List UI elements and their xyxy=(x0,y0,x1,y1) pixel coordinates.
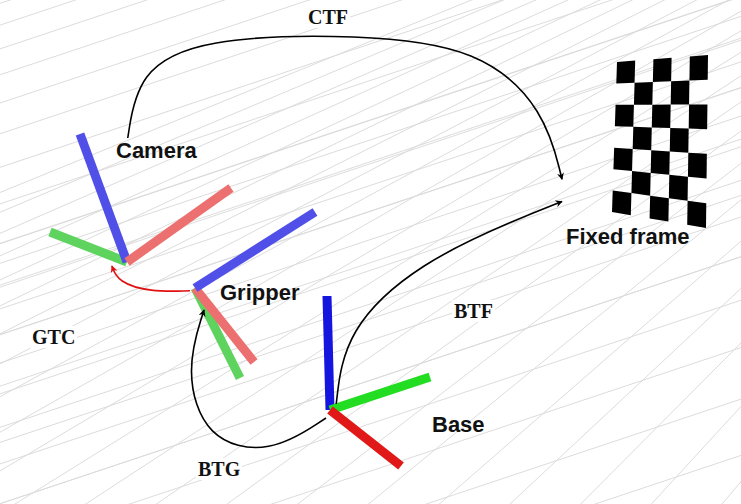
checker-square xyxy=(670,128,689,153)
checker-square xyxy=(687,201,706,228)
checker-square xyxy=(631,171,650,196)
checker-square xyxy=(613,148,632,171)
grid-line xyxy=(0,393,741,504)
base-z-axis xyxy=(327,296,330,410)
grid-line xyxy=(0,34,741,294)
transform-label: BTG xyxy=(196,458,242,480)
frame-node: Gripper xyxy=(190,278,330,310)
grid-line xyxy=(375,0,741,504)
frame-node: Fixed frame xyxy=(562,52,738,254)
grid-line xyxy=(600,0,741,504)
grid-line xyxy=(675,0,741,504)
camera-x-axis xyxy=(127,188,231,262)
grid-line xyxy=(0,10,741,270)
coordinate-frames xyxy=(50,134,430,466)
grid-line xyxy=(0,0,741,174)
grid-line xyxy=(450,0,741,504)
grid-line xyxy=(0,449,741,504)
checkerboard xyxy=(612,55,708,228)
grid-line xyxy=(300,0,741,504)
transform-arrow xyxy=(336,201,562,404)
base-x-axis xyxy=(330,410,401,466)
grid-line xyxy=(0,0,741,56)
transform-label: GTC xyxy=(30,326,77,348)
grid-line xyxy=(225,0,741,504)
transform-label: BTF xyxy=(452,300,495,322)
grid-line xyxy=(0,0,741,110)
frame-node: Camera xyxy=(104,138,236,266)
grid-line xyxy=(0,0,741,211)
checker-square xyxy=(653,58,672,82)
base-y-axis xyxy=(330,377,430,410)
grid-line xyxy=(0,81,741,341)
grid-line xyxy=(0,110,741,370)
checker-square xyxy=(669,175,688,201)
checker-square xyxy=(616,61,635,84)
checker-square xyxy=(671,80,690,104)
grid-line xyxy=(0,133,741,393)
grid-line xyxy=(0,341,741,504)
grid-line xyxy=(525,0,741,504)
frame-label: Fixed frame xyxy=(566,224,690,250)
checker-square xyxy=(689,104,708,129)
grid-line xyxy=(0,56,741,316)
checker-square xyxy=(651,150,670,175)
checker-square xyxy=(615,105,634,127)
checker-square xyxy=(634,82,653,105)
grid-line xyxy=(0,140,741,400)
frame-label: Base xyxy=(432,412,485,438)
checker-square xyxy=(652,105,671,128)
checker-square xyxy=(689,55,708,80)
grid-line xyxy=(0,211,741,471)
frame-label: Gripper xyxy=(220,280,299,306)
grid-line xyxy=(0,250,741,504)
grid-line xyxy=(0,0,741,32)
frame-node: Base xyxy=(326,404,496,444)
checker-square xyxy=(688,153,707,179)
grid-line xyxy=(0,0,741,140)
grid-line xyxy=(0,294,741,504)
transform-arrow xyxy=(191,310,326,447)
transform-arrow xyxy=(112,266,190,291)
checker-square xyxy=(633,127,652,150)
transform-label: CTF xyxy=(306,6,350,28)
checker-square xyxy=(612,191,631,216)
grid-line xyxy=(0,250,741,504)
checker-square xyxy=(650,196,669,222)
grid-line xyxy=(0,32,741,292)
grid-line xyxy=(0,0,741,10)
gripper-z-axis xyxy=(195,212,315,288)
frame-label: Camera xyxy=(116,138,197,164)
